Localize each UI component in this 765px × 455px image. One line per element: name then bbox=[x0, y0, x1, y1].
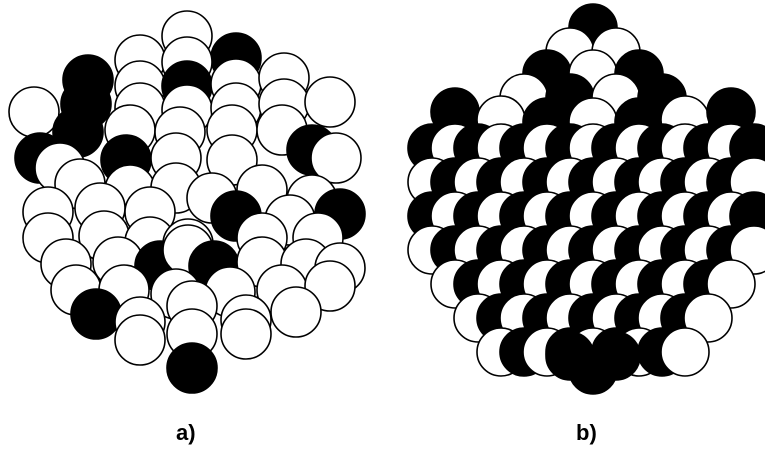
atom-a-68 bbox=[166, 342, 218, 394]
atom-b-109 bbox=[660, 327, 710, 377]
atom-a-60 bbox=[70, 288, 122, 340]
atom-cluster-a bbox=[8, 10, 366, 394]
panel-label-a: a) bbox=[176, 420, 196, 445]
panel-label-b: b) bbox=[576, 420, 597, 445]
atom-b-112 bbox=[568, 345, 618, 395]
atom-a-9 bbox=[8, 86, 60, 138]
atom-a-64 bbox=[270, 286, 322, 338]
atom-a-65 bbox=[114, 314, 166, 366]
atom-a-15 bbox=[304, 76, 356, 128]
atom-a-67 bbox=[220, 308, 272, 360]
atom-cluster-b bbox=[407, 3, 765, 395]
atom-a-27 bbox=[310, 132, 362, 184]
